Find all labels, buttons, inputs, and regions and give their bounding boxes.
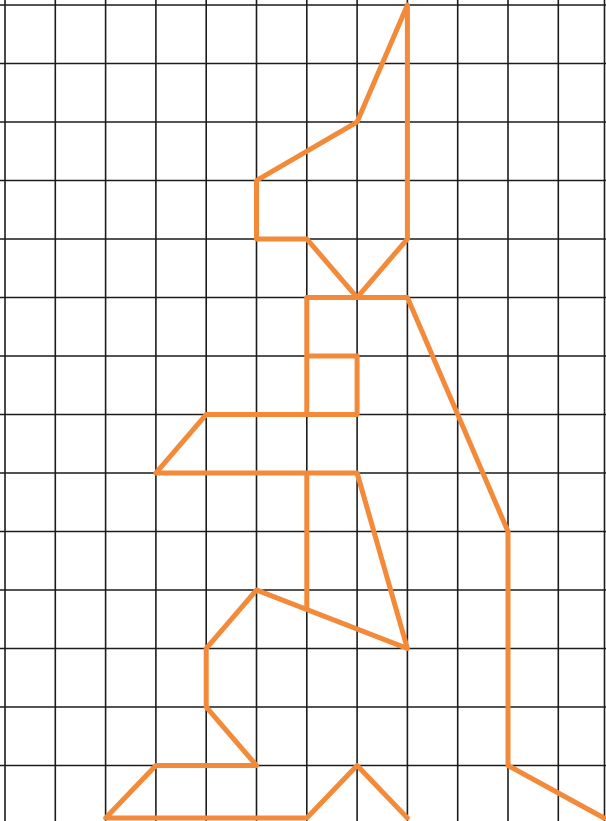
figure-stroke-1 — [257, 5, 408, 298]
orange-figure — [106, 5, 604, 818]
figure-stroke-2 — [307, 298, 604, 819]
